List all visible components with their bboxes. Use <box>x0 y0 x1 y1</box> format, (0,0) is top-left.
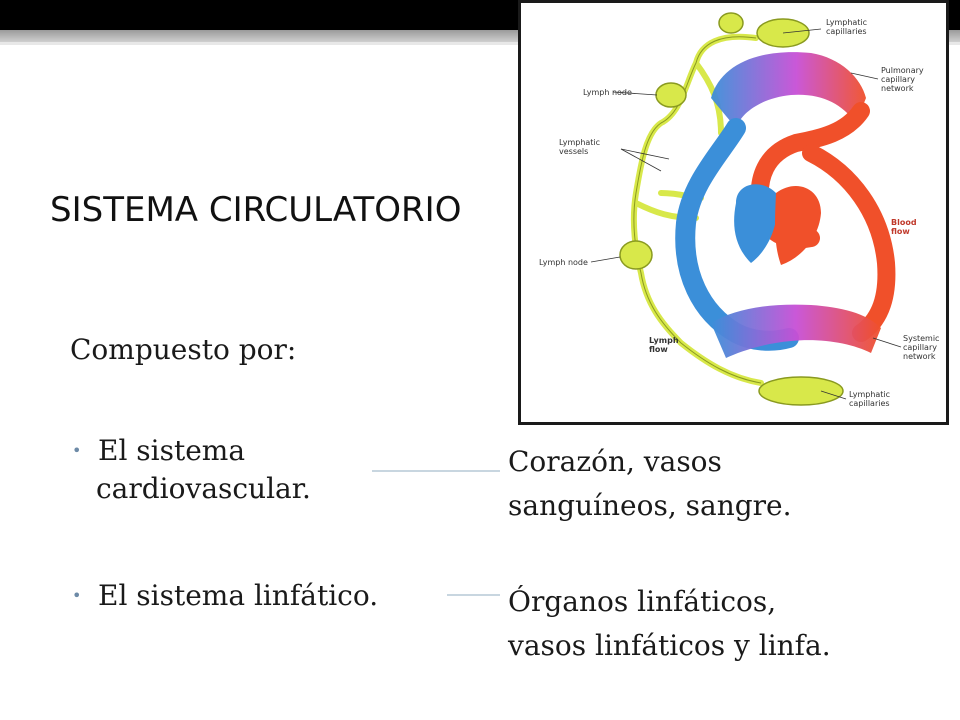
svg-text:capillary: capillary <box>881 75 915 84</box>
heart <box>734 184 821 265</box>
slide-title: SISTEMA CIRCULATORIO <box>50 190 462 230</box>
lymph-node-upper-small <box>718 12 744 34</box>
lymph-node-top <box>655 82 687 108</box>
connector-arrow-cardiovascular <box>372 470 500 472</box>
bullet-dot-icon: • <box>72 441 82 460</box>
label-lymph-node-bottom: Lymph node <box>539 258 588 267</box>
bullet-dot-icon: • <box>72 586 82 605</box>
pulmonary-capillary-network <box>711 52 866 128</box>
label-lymphatic-capillaries-bottom: Lymphatic <box>849 390 890 399</box>
label-systemic-network: Systemic <box>903 334 939 343</box>
description-lymphatic: Órganos linfáticos, vasos linfáticos y l… <box>508 585 831 662</box>
intro-text: Compuesto por: <box>70 333 297 366</box>
label-blood-flow: Blood <box>891 218 917 227</box>
label-lymph-node-top: Lymph node <box>583 88 632 97</box>
label-pulmonary-network: Pulmonary <box>881 66 924 75</box>
label-lymphatic-capillaries-top: Lymphatic <box>826 18 867 27</box>
systemic-capillary-network <box>711 304 881 358</box>
bullet-lymphatic: • El sistema linfático. <box>72 577 450 615</box>
svg-text:capillaries: capillaries <box>849 399 890 408</box>
bullet-cardiovascular: • El sistema cardiovascular. <box>72 434 311 505</box>
svg-text:capillaries: capillaries <box>826 27 867 36</box>
label-lymph-flow: Lymph <box>649 336 679 345</box>
description-cardiovascular: Corazón, vasos sanguíneos, sangre. <box>508 445 792 522</box>
svg-text:flow: flow <box>891 227 910 236</box>
svg-text:capillary: capillary <box>903 343 937 352</box>
leader-lines <box>590 28 902 400</box>
svg-text:network: network <box>903 352 936 361</box>
lymph-node-bottom <box>619 240 653 270</box>
svg-text:vessels: vessels <box>559 147 588 156</box>
top-bar-divider <box>0 42 960 45</box>
lymphatic-capillaries-bottom <box>758 376 844 406</box>
svg-text:flow: flow <box>649 345 668 354</box>
diagram-svg: Lymphatic capillaries Pulmonary capillar… <box>539 12 939 408</box>
connector-arrow-lymphatic <box>447 594 500 596</box>
label-lymphatic-vessels: Lymphatic <box>559 138 600 147</box>
circulatory-diagram: Lymphatic capillaries Pulmonary capillar… <box>518 0 949 425</box>
svg-text:network: network <box>881 84 914 93</box>
